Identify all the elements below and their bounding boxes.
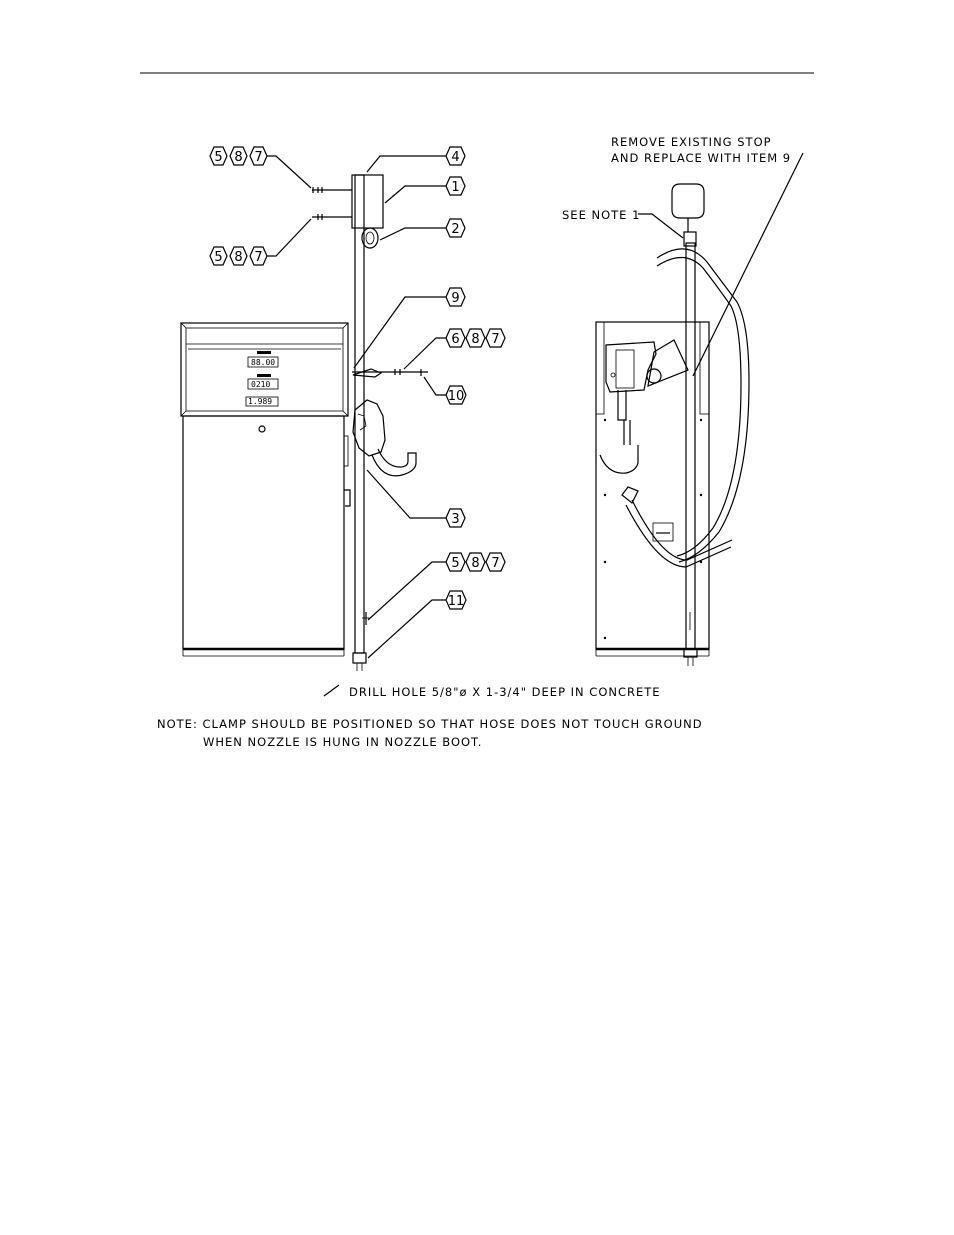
callout-number: 9: [451, 291, 459, 306]
display-tag: [257, 351, 271, 354]
note-line-1: NOTE: CLAMP SHOULD BE POSITIONED SO THAT…: [157, 717, 703, 731]
callout-number: 3: [451, 512, 459, 527]
callout-4: 4: [366, 146, 466, 173]
callout-number: 11: [448, 594, 465, 609]
callout-587-bottom: 5 8 7: [362, 552, 506, 625]
nozzle-icon: [352, 399, 386, 457]
callout-number: 8: [471, 556, 479, 571]
side-nozzle-icon: [605, 341, 657, 393]
callout-2: 2: [379, 218, 466, 241]
side-view: [595, 152, 804, 666]
drill-hole-label: DRILL HOLE 5/8"ø X 1-3/4" DEEP IN CONCRE…: [349, 685, 661, 699]
note-line-2: WHEN NOZZLE IS HUNG IN NOZZLE BOOT.: [203, 735, 482, 749]
callout-number: 4: [451, 150, 459, 165]
hose-ring-icon: [361, 227, 379, 249]
callout-587-mid: 5 8 7: [209, 218, 312, 266]
side-hook-icon: [344, 489, 351, 507]
callout-10: 10: [423, 376, 467, 405]
callouts-left: 5 8 7 5 8 7: [209, 146, 312, 266]
remove-stop-label-1: REMOVE EXISTING STOP: [611, 135, 772, 149]
nozzle-spout: [371, 448, 417, 477]
callout-number: 10: [448, 389, 465, 404]
callout-587-top: 5 8 7: [209, 146, 312, 189]
lock-icon: [258, 425, 266, 433]
callout-number: 1: [451, 180, 459, 195]
remove-stop-leader: [692, 152, 804, 377]
volume-readout: 0210: [251, 380, 270, 389]
sale-display: [247, 356, 279, 368]
price-display: [245, 396, 279, 407]
label-plate: [652, 522, 674, 542]
callout-number: 8: [234, 150, 242, 165]
callout-11: 11: [367, 590, 467, 659]
callout-number: 5: [451, 556, 459, 571]
hose-loop: [656, 248, 750, 563]
side-pole: [685, 242, 696, 650]
stop-bracket: [352, 368, 383, 378]
callout-1: 1: [384, 176, 466, 204]
price-readout: 1.989: [248, 397, 272, 406]
callout-number: 7: [491, 332, 499, 347]
callout-number: 8: [471, 332, 479, 347]
callout-687: 6 8 7: [403, 328, 506, 370]
callout-number: 7: [491, 556, 499, 571]
callout-number: 7: [254, 150, 262, 165]
drill-leader: [323, 684, 340, 697]
remove-stop-label-2: AND REPLACE WITH ITEM 9: [611, 151, 791, 165]
callouts-right: 4 1 2 9 6 8 7 10: [353, 146, 506, 659]
callout-3: 3: [366, 469, 466, 528]
callout-number: 7: [254, 250, 262, 265]
see-note-label: SEE NOTE 1: [562, 208, 640, 222]
callout-number: 2: [451, 222, 459, 237]
retractor-clamp: [351, 174, 384, 229]
volume-display: [247, 378, 279, 390]
callout-number: 6: [451, 332, 459, 347]
front-view: 88.00 0210 1.989: [180, 174, 428, 671]
callout-9: 9: [353, 287, 466, 369]
callout-number: 5: [214, 250, 222, 265]
nozzle-boot: [647, 339, 689, 387]
callout-number: 8: [234, 250, 242, 265]
hose-retractor-pole: [354, 174, 365, 654]
side-cabinet: [595, 321, 710, 650]
counterweight: [671, 183, 705, 219]
dispenser-cabinet: [182, 415, 345, 650]
callout-number: 5: [214, 150, 222, 165]
see-note-leader: [638, 213, 684, 239]
sale-readout: 88.00: [251, 358, 275, 367]
